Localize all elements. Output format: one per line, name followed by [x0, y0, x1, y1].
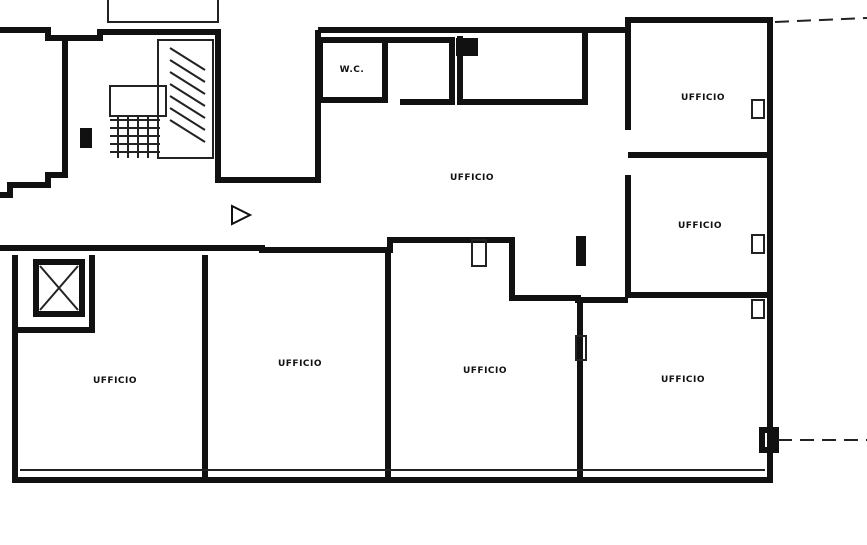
- room-label-office-bottom-1: UFFICIO: [93, 376, 137, 386]
- elevator-button-panel: [80, 128, 92, 148]
- room-label-wc: W.C.: [340, 65, 365, 75]
- corridor-walls: [0, 236, 628, 303]
- property-lines: [774, 17, 867, 441]
- left-wing-walls: [0, 0, 219, 198]
- stairwell: [157, 39, 214, 159]
- room-label-office-bottom-4: UFFICIO: [661, 375, 705, 385]
- room-label-office-bottom-3: UFFICIO: [463, 366, 507, 376]
- room-label-office-mid-right: UFFICIO: [678, 221, 722, 231]
- room-label-office-bottom-2: UFFICIO: [278, 359, 322, 369]
- shaft: [456, 38, 478, 56]
- stair-core-walls: [65, 29, 321, 183]
- bottom-offices-walls: [12, 250, 773, 483]
- room-label-corridor: UFFICIO: [450, 173, 494, 183]
- column-marker: [576, 236, 586, 266]
- entrance-arrow-icon: [231, 204, 253, 226]
- stair-treads: [110, 47, 206, 158]
- elevator-shaft: [33, 259, 85, 317]
- wc-room: [317, 37, 388, 103]
- right-offices-walls: [585, 17, 779, 455]
- service-rooms-walls: [317, 27, 588, 105]
- room-label-office-top-right: UFFICIO: [681, 93, 725, 103]
